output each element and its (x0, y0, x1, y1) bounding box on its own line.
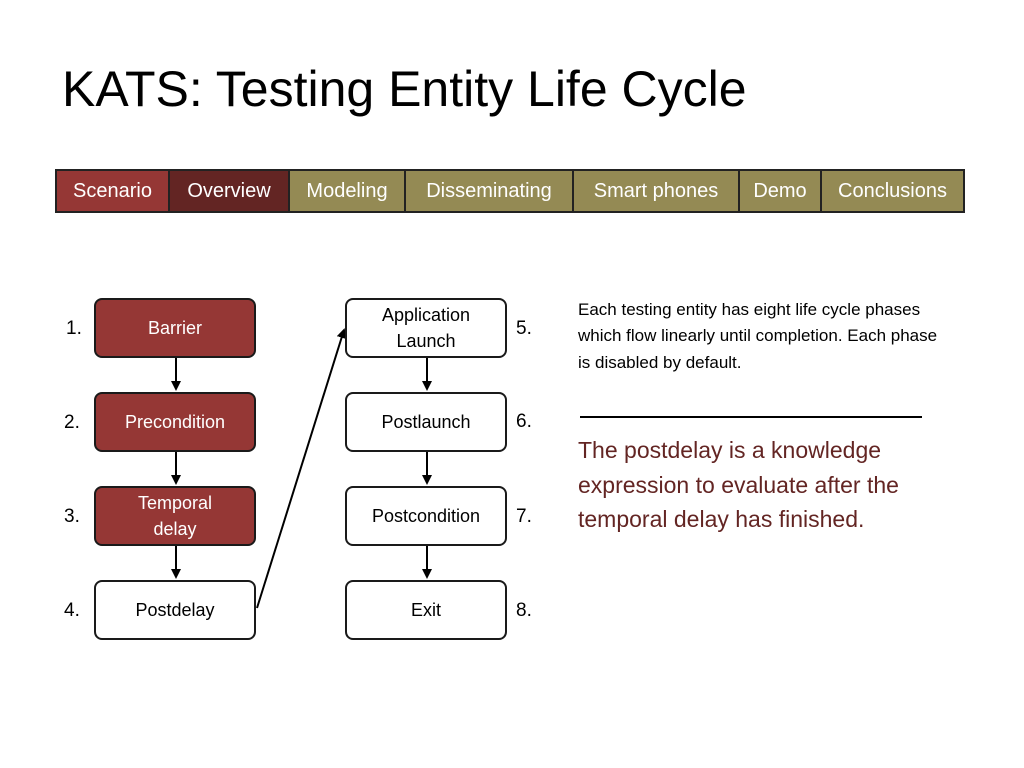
phase-box-barrier: Barrier (94, 298, 256, 358)
phase-box-postcondition: Postcondition (345, 486, 507, 546)
nav-item-disseminating[interactable]: Disseminating (406, 171, 574, 211)
slide-title: KATS: Testing Entity Life Cycle (62, 61, 747, 117)
nav-item-modeling[interactable]: Modeling (290, 171, 406, 211)
phase-box-exit: Exit (345, 580, 507, 640)
arrow-postdelay-to-application-launch (256, 328, 347, 609)
postdelay-note: The postdelay is a knowledge expression … (578, 437, 899, 532)
phase-number-6: 6. (516, 411, 532, 432)
phase-number-3: 3. (64, 506, 80, 527)
phase-number-7: 7. (516, 506, 532, 527)
phase-box-precondition: Precondition (94, 392, 256, 452)
divider-line (580, 416, 922, 418)
nav-item-demo[interactable]: Demo (740, 171, 822, 211)
phase-number-4: 4. (64, 600, 80, 621)
phase-box-application-launch: Application Launch (345, 298, 507, 358)
phase-box-postdelay: Postdelay (94, 580, 256, 640)
nav-item-overview[interactable]: Overview (170, 171, 290, 211)
section-nav-bar: Scenario Overview Modeling Disseminating… (55, 169, 965, 213)
phase-number-1: 1. (66, 318, 82, 339)
description-text: Each testing entity has eight life cycle… (578, 300, 938, 372)
phase-number-5: 5. (516, 318, 532, 339)
nav-item-scenario[interactable]: Scenario (57, 171, 170, 211)
phase-number-2: 2. (64, 412, 80, 433)
phase-box-temporal-delay: Temporal delay (94, 486, 256, 546)
phase-box-postlaunch: Postlaunch (345, 392, 507, 452)
nav-item-smart-phones[interactable]: Smart phones (574, 171, 740, 211)
phase-number-8: 8. (516, 600, 532, 621)
nav-item-conclusions[interactable]: Conclusions (822, 171, 963, 211)
